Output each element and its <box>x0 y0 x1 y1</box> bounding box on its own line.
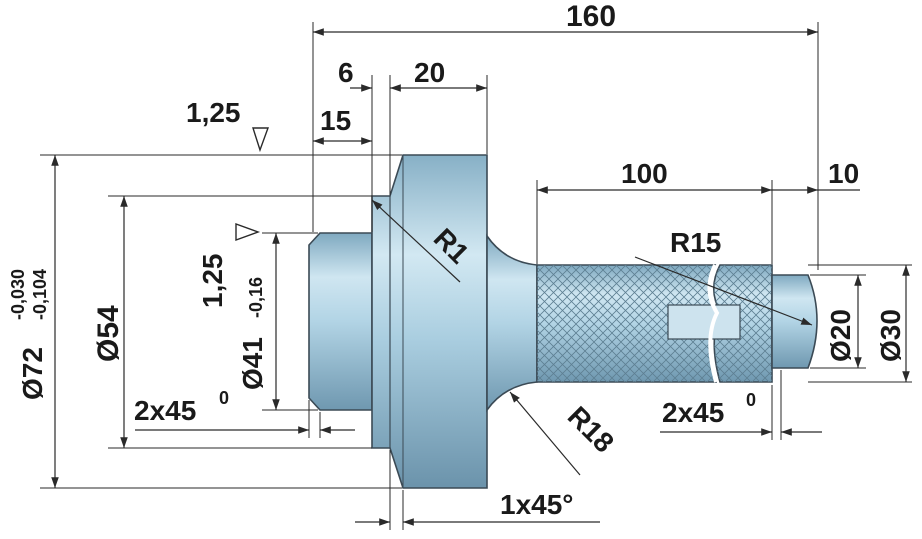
fillet-neck <box>486 233 538 413</box>
label-chamfer-right-deg: 0 <box>746 390 756 410</box>
knurled-shank <box>536 264 773 383</box>
label-chamfer-bottom: 1x45° <box>500 489 574 520</box>
label-chamfer-left: 2x45 <box>134 395 196 426</box>
flat-key <box>667 304 741 340</box>
roughness-symbol-side <box>235 223 261 241</box>
leader-r1 <box>371 199 461 283</box>
label-dia-72-tol-lower: -0,104 <box>30 269 50 320</box>
label-dia-72: Ø72 <box>17 347 48 400</box>
flange <box>371 154 488 489</box>
label-160: 160 <box>566 0 616 33</box>
label-r15: R15 <box>670 227 721 258</box>
label-dia-41: Ø41 <box>237 337 268 390</box>
label-10: 10 <box>828 158 859 189</box>
shaft-part <box>308 154 818 489</box>
end-tip <box>771 274 818 369</box>
label-roughness-side: 1,25 <box>197 254 228 309</box>
label-roughness-top: 1,25 <box>186 97 241 128</box>
label-dia-72-tol-upper: -0,030 <box>8 269 28 320</box>
leader-r15 <box>634 256 813 326</box>
label-100: 100 <box>621 158 668 189</box>
label-dia-41-tol: -0,16 <box>246 277 266 318</box>
label-dia-30: Ø30 <box>875 309 906 362</box>
dimension-lines <box>51 28 910 526</box>
label-20: 20 <box>414 57 445 88</box>
label-r18: R18 <box>562 400 620 458</box>
roughness-symbol-top <box>252 127 269 153</box>
label-15: 15 <box>320 105 351 136</box>
label-6: 6 <box>338 57 354 88</box>
label-dia-54: Ø54 <box>92 305 125 362</box>
pilot-cylinder <box>308 232 373 411</box>
label-dia-20: Ø20 <box>825 309 856 362</box>
label-chamfer-left-deg: 0 <box>219 388 229 408</box>
label-chamfer-right: 2x45 <box>662 397 724 428</box>
label-dia-72-main: Ø72 <box>17 347 48 400</box>
leader-r18 <box>509 391 581 476</box>
